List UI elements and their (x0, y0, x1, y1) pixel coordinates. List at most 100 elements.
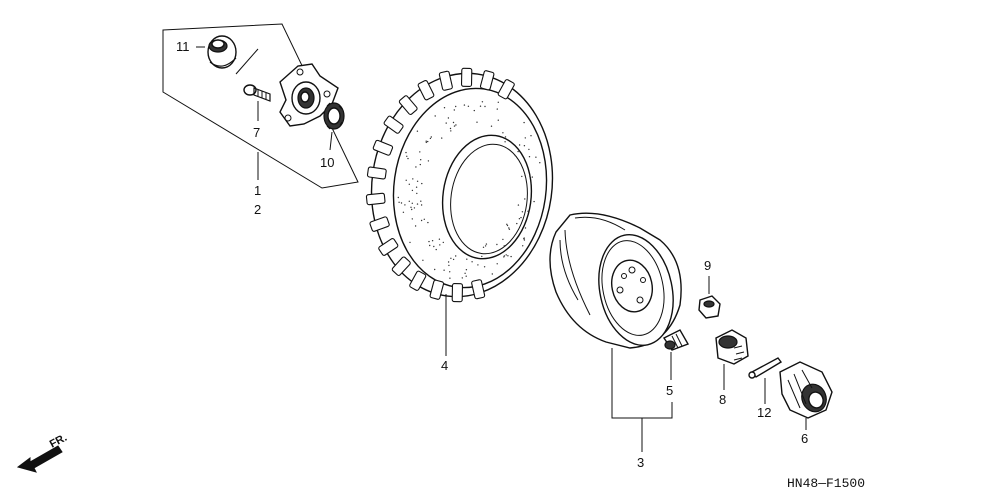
sidewall-texture-dot (441, 137, 443, 139)
sidewall-texture-dot (405, 151, 407, 154)
tread-lug (460, 67, 473, 87)
sidewall-texture-dot (409, 241, 411, 244)
sidewall-texture-dot (466, 258, 468, 260)
sidewall-texture-dot (506, 224, 509, 227)
sidewall-texture-dot (522, 245, 524, 247)
sidewall-texture-dot (442, 241, 444, 244)
sidewall-texture-dot (491, 273, 493, 275)
sidewall-texture-dot (447, 117, 450, 119)
sidewall-texture-dot (505, 254, 507, 256)
sidewall-texture-dot (425, 140, 427, 142)
tread-lug (391, 256, 411, 276)
sidewall-texture-dot (402, 211, 405, 213)
sidewall-texture-dot (453, 125, 456, 127)
sidewall-texture-dot (422, 259, 424, 261)
sidewall-texture-dot (408, 183, 410, 185)
sidewall-texture-dot (484, 105, 486, 108)
sidewall-texture-dot (438, 238, 441, 240)
sidewall-texture-dot (503, 245, 505, 247)
sidewall-texture-dot (481, 255, 483, 258)
sidewall-texture-dot (523, 237, 525, 239)
sidewall-texture-dot (450, 257, 452, 259)
sidewall-texture-dot (497, 101, 499, 104)
sidewall-texture-dot (397, 196, 399, 199)
sidewall-texture-dot (425, 141, 427, 144)
sidewall-texture-dot (497, 119, 499, 121)
hub-group-outline (162, 23, 359, 189)
tread-lug (409, 270, 427, 291)
sidewall-texture-dot (496, 243, 498, 246)
tread-lug (479, 70, 495, 91)
sidewall-texture-dot (514, 154, 516, 157)
sidewall-texture-dot (508, 228, 511, 230)
sidewall-texture-dot (421, 182, 423, 185)
sidewall-texture-dot (517, 150, 519, 153)
sidewall-texture-dot (411, 208, 413, 211)
sidewall-texture-dot (420, 204, 423, 206)
sidewall-texture-dot (535, 156, 537, 158)
cotter-pin-part (748, 357, 783, 379)
sidewall-texture-dot (485, 243, 488, 245)
tread-lug (365, 192, 386, 206)
callout-12: 12 (757, 405, 771, 420)
sidewall-texture-dot (420, 219, 423, 222)
sidewall-texture-dot (507, 255, 509, 257)
sidewall-texture-dot (404, 204, 406, 206)
sidewall-texture-dot (434, 268, 436, 271)
sidewall-texture-dot (445, 122, 447, 124)
sidewall-texture-dot (530, 135, 532, 137)
callout-6: 6 (801, 431, 808, 446)
collar-part (207, 35, 237, 69)
sidewall-texture-dot (411, 218, 413, 220)
sidewall-texture-dot (428, 240, 430, 243)
sidewall-texture-dot (471, 261, 473, 263)
sidewall-texture-dot (427, 140, 429, 143)
sidewall-texture-dot (483, 266, 486, 268)
sidewall-texture-dot (415, 186, 418, 188)
sidewall-texture-dot (455, 105, 457, 108)
sidewall-texture-dot (524, 198, 526, 200)
callout-9: 9 (704, 258, 711, 273)
sidewall-texture-dot (449, 271, 451, 273)
sidewall-texture-dot (433, 245, 435, 248)
sidewall-texture-dot (420, 200, 422, 202)
sidewall-texture-dot (484, 245, 487, 247)
sidewall-texture-dot (477, 264, 479, 266)
sidewall-texture-dot (411, 202, 413, 204)
sidewall-texture-dot (429, 244, 431, 247)
sidewall-texture-dot (504, 141, 506, 143)
sidewall-texture-dot (523, 121, 525, 124)
sidewall-texture-dot (482, 246, 485, 248)
sidewall-texture-dot (465, 269, 468, 271)
sidewall-texture-dot (415, 166, 417, 168)
tread-lug (417, 80, 435, 101)
sidewall-texture-dot (408, 200, 410, 202)
sidewall-texture-dot (517, 204, 520, 206)
front-direction-indicator: FR. (16, 432, 69, 473)
sidewall-texture-dot (496, 263, 498, 265)
sidewall-texture-dot (467, 105, 470, 108)
sidewall-texture-dot (439, 244, 441, 246)
sidewall-texture-dot (523, 239, 526, 241)
tread-lug (471, 279, 486, 300)
sidewall-texture-dot (523, 145, 526, 147)
tread-lug (438, 70, 453, 91)
sidewall-texture-dot (453, 109, 455, 111)
sidewall-texture-dot (528, 148, 530, 151)
sidewall-texture-dot (502, 238, 504, 241)
sidewall-texture-dot (419, 151, 421, 153)
callout-2: 2 (254, 202, 261, 217)
hub-cap-part (779, 361, 833, 419)
sidewall-texture-dot (496, 108, 498, 110)
sidewall-texture-dot (449, 277, 451, 279)
sidewall-texture-dot (463, 104, 466, 106)
sidewall-texture-dot (429, 137, 432, 140)
tread-lug (369, 216, 390, 232)
sidewall-texture-dot (506, 223, 508, 225)
sidewall-texture-dot (503, 255, 506, 257)
sidewall-texture-dot (443, 269, 445, 271)
sidewall-texture-dot (508, 227, 510, 229)
callout-4: 4 (441, 358, 448, 373)
sidewall-texture-dot (413, 207, 416, 209)
tread-lug (372, 139, 394, 156)
